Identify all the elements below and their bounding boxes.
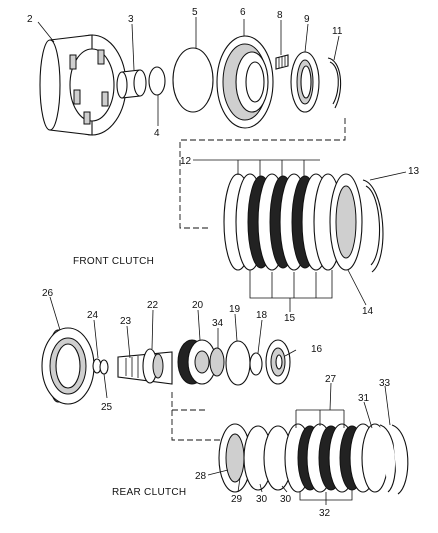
part-25-ring [99, 359, 109, 375]
part-2-clutch-retainer [39, 34, 127, 136]
callout-8: 8 [277, 10, 283, 21]
callout-14: 14 [362, 306, 374, 317]
callout-15: 15 [284, 313, 296, 324]
callout-34: 34 [212, 318, 224, 329]
bracket-27 [295, 409, 345, 428]
part-26-rear-drum [41, 327, 95, 405]
front-clutch-bracket [179, 118, 346, 229]
callout-27: 27 [325, 374, 337, 385]
callout-3: 3 [128, 14, 134, 25]
callout-30a: 30 [256, 494, 268, 505]
callout-6: 6 [240, 7, 246, 18]
callout-25: 25 [101, 402, 113, 413]
callout-24: 24 [87, 310, 99, 321]
leader-lines [37, 17, 407, 505]
callout-5: 5 [192, 7, 198, 18]
part-16-piston [265, 339, 291, 385]
callout-18: 18 [256, 310, 268, 321]
part-13-snap-ring [362, 179, 384, 273]
callout-16: 16 [311, 344, 323, 355]
callout-11: 11 [332, 26, 343, 37]
callout-32: 32 [319, 508, 331, 519]
bracket-15 [249, 270, 333, 299]
callout-13: 13 [408, 166, 420, 177]
part-8-spring [275, 54, 289, 70]
callout-30b: 30 [280, 494, 292, 505]
part-6-piston [216, 35, 274, 129]
callout-19: 19 [229, 304, 241, 315]
callout-26: 26 [42, 288, 54, 299]
callout-23: 23 [120, 316, 132, 327]
part-11-snap-ring [327, 57, 342, 109]
part-4-seal-ring [148, 66, 166, 96]
rear-clutch-title: REAR CLUTCH [112, 487, 186, 498]
part-19-o-ring [225, 340, 251, 386]
callout-22: 22 [147, 300, 159, 311]
callout-31: 31 [358, 393, 370, 404]
callout-29: 29 [231, 494, 243, 505]
part-9-spring-retainer [290, 51, 320, 113]
bracket-12 [237, 159, 320, 176]
part-18-seal [249, 352, 263, 376]
callout-numbers: 2 3 4 5 6 8 9 11 12 13 14 15 16 18 19 20… [27, 7, 420, 519]
rear-clutch-bracket [171, 392, 230, 441]
callout-20: 20 [192, 300, 204, 311]
part-34-thrust-washer [209, 347, 225, 377]
part-5-o-ring [172, 47, 214, 113]
front-clutch-title: FRONT CLUTCH [73, 256, 154, 267]
callout-28: 28 [195, 471, 207, 482]
callout-12: 12 [180, 156, 192, 167]
part-33-snap-ring [391, 424, 409, 495]
part-3-bushing [116, 69, 147, 99]
callout-33: 33 [379, 378, 391, 389]
front-clutch-plate-stack [223, 173, 363, 271]
rear-clutch-plate-stack [218, 423, 389, 493]
callout-2: 2 [27, 14, 33, 25]
callout-9: 9 [304, 14, 310, 25]
callout-4: 4 [154, 128, 160, 139]
part-23-input-shaft [117, 348, 173, 385]
